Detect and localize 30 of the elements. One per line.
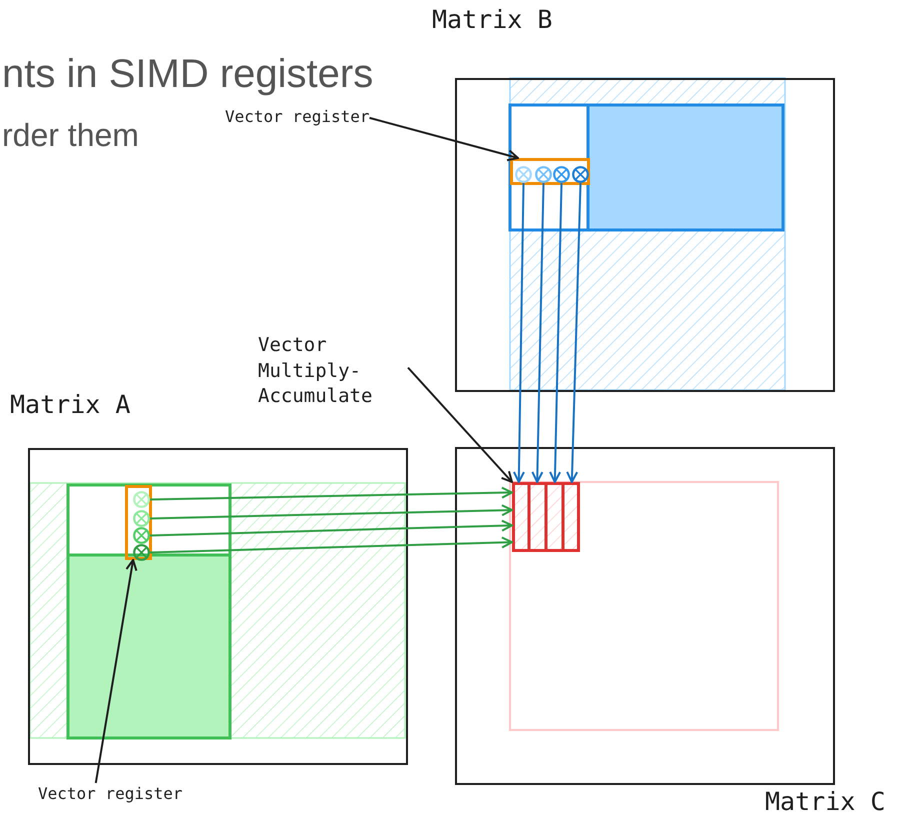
circled-cross-symbol [133,544,150,561]
arrow [150,486,513,500]
matrix-title: Matrix C [765,787,886,816]
leader-line [369,116,519,162]
circled-cross-symbol [572,166,589,183]
matrix-title: Matrix B [432,5,552,34]
leader-line [407,366,513,483]
arrow [150,536,513,554]
callout-text: Vector register [225,106,370,128]
circled-cross-symbol [133,491,150,508]
arrow [150,504,513,520]
arrow [512,182,525,483]
arrow [566,182,582,483]
circled-cross-symbol [133,527,150,544]
callout-text: Vector register [38,783,182,805]
slide-subtitle: rder them [2,117,139,154]
vector-register-box [125,485,152,560]
circled-cross-symbol [553,166,570,183]
slide-title: nts in SIMD registers [2,52,374,97]
circled-cross-symbol [133,510,150,527]
matrix-title: Matrix A [10,390,130,419]
arrow [150,520,513,536]
leader-line [94,559,138,784]
vector-register-box [510,158,590,185]
arrow [531,182,544,483]
accumulator-block [512,482,580,552]
arrow [549,182,562,483]
callout-text: Vector Multiply-Accumulate [258,333,408,410]
circled-cross-symbol [535,166,552,183]
circled-cross-symbol [515,166,532,183]
